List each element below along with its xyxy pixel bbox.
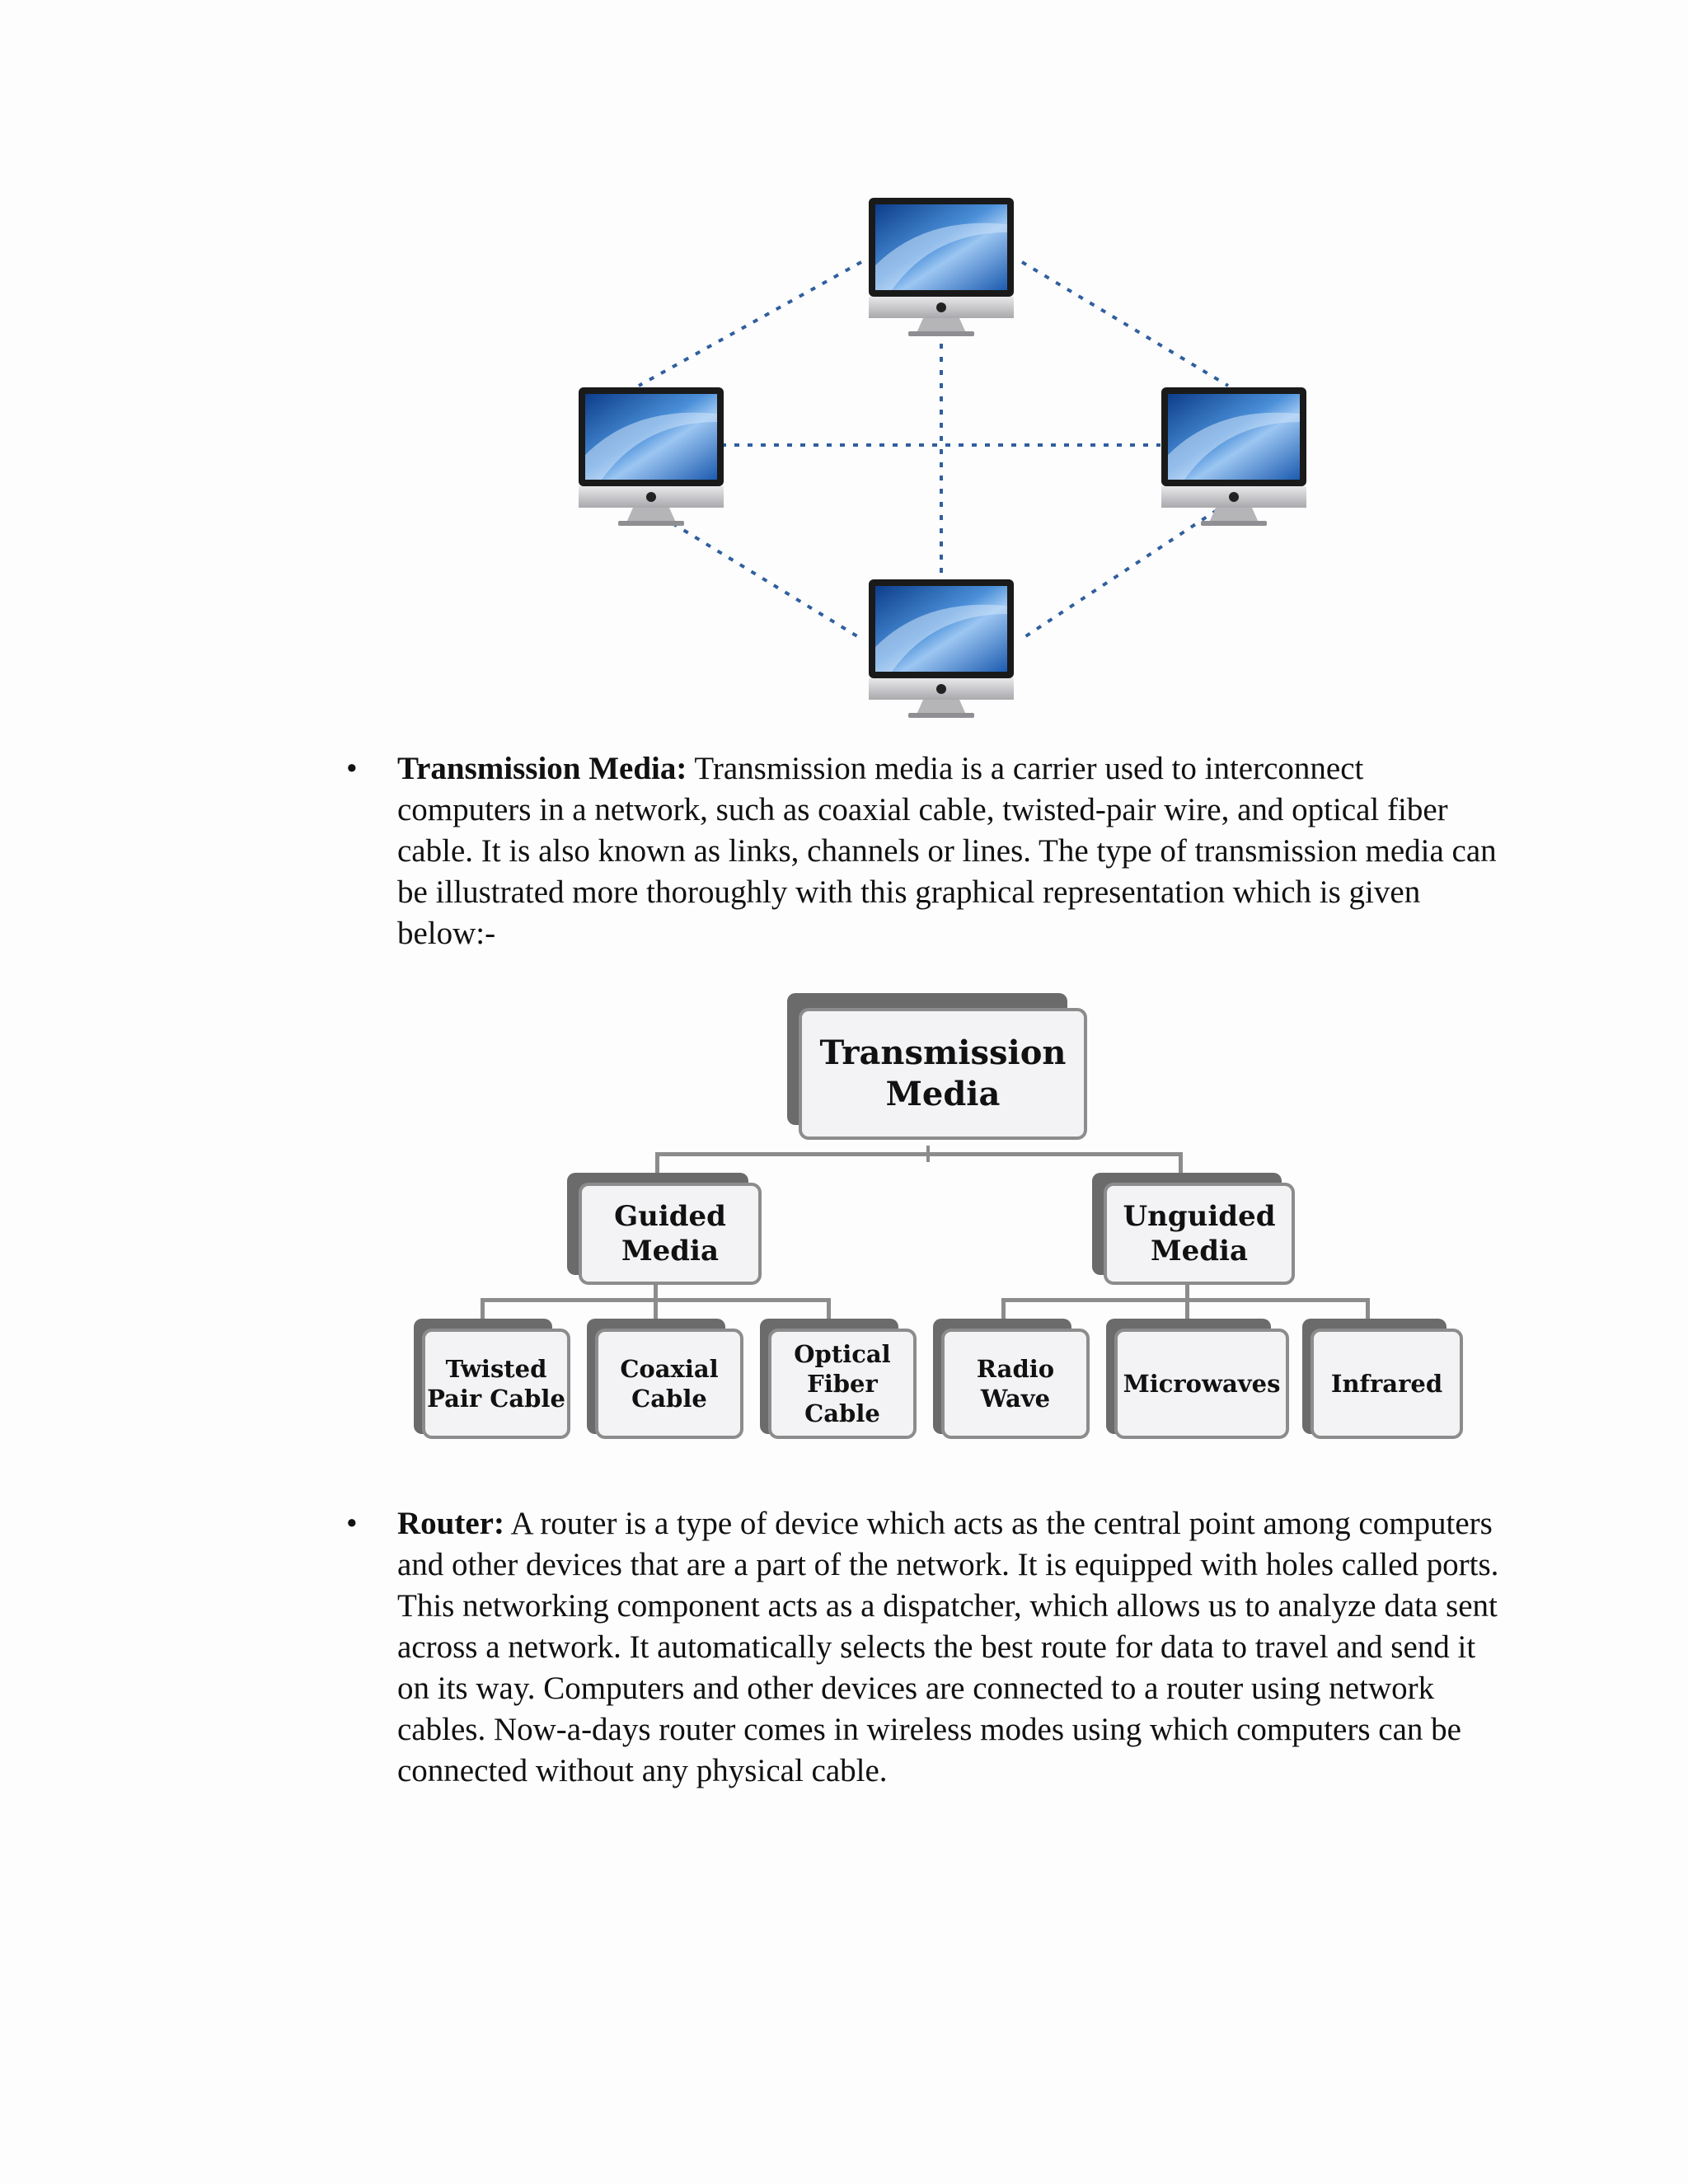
connector <box>1001 1298 1006 1319</box>
node-radio-wave: Radio Wave <box>933 1319 1090 1442</box>
transmission-media-text: Transmission media is a carrier used to … <box>397 751 1497 951</box>
connector <box>1179 1152 1183 1177</box>
node-label: Twisted Pair Cable <box>422 1329 570 1439</box>
node-label: Optical Fiber Cable <box>768 1329 917 1439</box>
node-coaxial-cable: Coaxial Cable <box>587 1319 743 1442</box>
node-label: Unguided Media <box>1104 1183 1295 1285</box>
connector <box>827 1298 831 1319</box>
transmission-media-term: Transmission Media: <box>397 751 687 786</box>
node-label: Transmission Media <box>799 1008 1087 1140</box>
bullet-marker: • <box>346 1506 358 1541</box>
node-label: Infrared <box>1311 1329 1463 1439</box>
bullet-marker: • <box>346 751 358 786</box>
link-top-right <box>1020 260 1230 387</box>
router-paragraph: Router: A router is a type of device whi… <box>397 1503 1500 1792</box>
node-transmission-media: Transmission Media <box>787 993 1092 1141</box>
transmission-media-bullet: • Transmission Media: Transmission media… <box>346 748 1500 954</box>
transmission-media-paragraph: Transmission Media: Transmission media i… <box>397 748 1500 954</box>
connector <box>655 1152 659 1177</box>
mesh-network-figure <box>579 198 1306 718</box>
connector <box>654 1283 658 1319</box>
link-top-left <box>638 260 862 387</box>
node-guided-media: Guided Media <box>567 1173 765 1288</box>
link-bottom-right <box>1020 501 1230 640</box>
node-label: Coaxial Cable <box>595 1329 743 1439</box>
node-label: Microwaves <box>1114 1329 1289 1439</box>
router-term: Router: <box>397 1506 504 1541</box>
connector <box>1366 1298 1370 1319</box>
computer-top <box>869 198 1014 336</box>
connector <box>655 1152 1183 1156</box>
computer-right <box>1161 387 1306 526</box>
computer-left <box>579 387 724 526</box>
node-infrared: Infrared <box>1302 1319 1467 1442</box>
node-optical-fiber-cable: Optical Fiber Cable <box>760 1319 917 1442</box>
computer-bottom <box>869 579 1014 718</box>
node-label: Guided Media <box>579 1183 762 1285</box>
connector <box>1185 1283 1189 1319</box>
node-microwaves: Microwaves <box>1106 1319 1292 1442</box>
router-bullet: • Router: A router is a type of device w… <box>346 1503 1500 1792</box>
node-label: Radio Wave <box>941 1329 1090 1439</box>
connector <box>481 1298 485 1319</box>
node-unguided-media: Unguided Media <box>1092 1173 1298 1288</box>
transmission-media-tree: Transmission Media Guided Media Unguided… <box>404 985 1475 1446</box>
node-twisted-pair-cable: Twisted Pair Cable <box>414 1319 570 1442</box>
router-text: A router is a type of device which acts … <box>397 1506 1499 1788</box>
